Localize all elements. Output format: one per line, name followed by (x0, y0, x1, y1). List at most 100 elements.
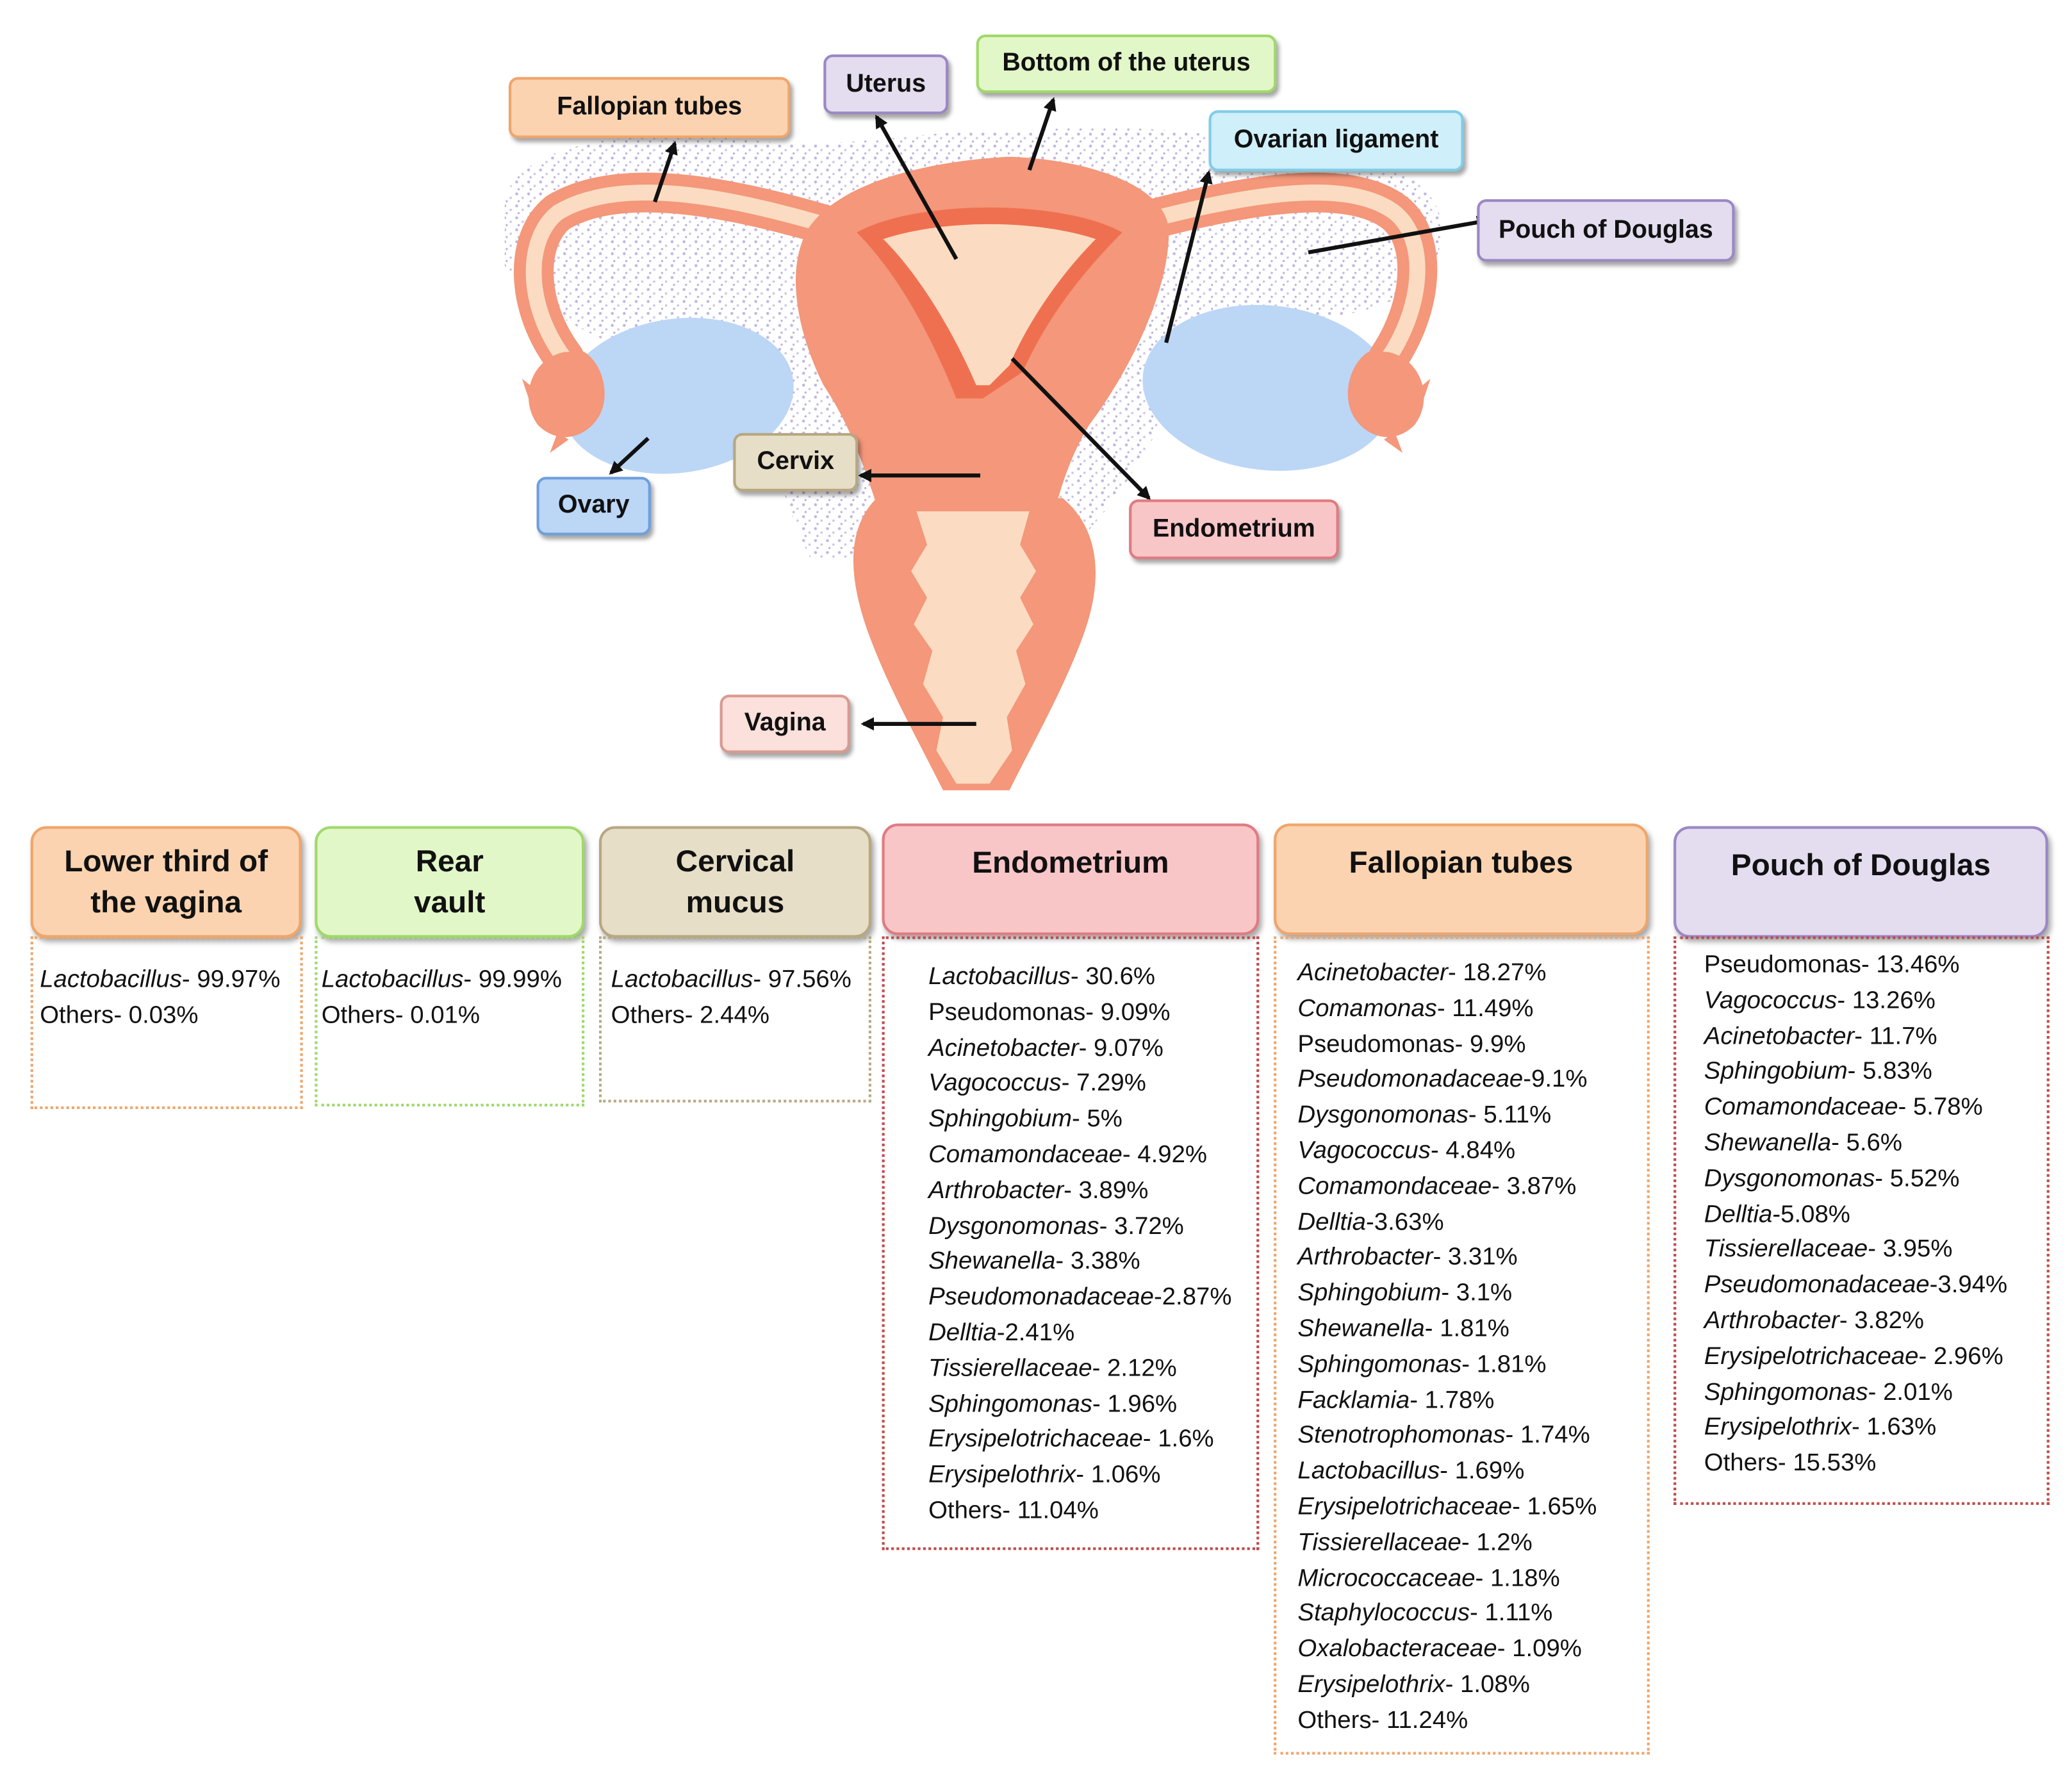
taxon-row: Pseudomonas- 9.09% (928, 994, 1256, 1030)
taxon-name: Dysgonomonas (928, 1210, 1099, 1239)
taxon-name: Sphingobium (1297, 1278, 1442, 1306)
panel-header-fallopian-tubes: Fallopian tubes (1274, 823, 1649, 935)
label-cervix: Cervix (733, 432, 859, 492)
arrow-uterus (875, 114, 958, 260)
taxon-name: Erysipelotrichaceae (928, 1424, 1143, 1452)
taxon-percentage: - 99.99% (463, 964, 562, 992)
taxon-row: Sphingobium- 5.83% (1704, 1054, 2047, 1090)
taxon-percentage: - 3.38% (1055, 1246, 1140, 1274)
taxon-row: Facklamia- 1.78% (1297, 1382, 1647, 1418)
taxon-percentage: - 1.69% (1440, 1456, 1525, 1484)
taxon-percentage: - 2.01% (1868, 1376, 1953, 1405)
taxon-name: Delltia (1704, 1199, 1773, 1227)
taxon-row: Delltia-2.41% (928, 1315, 1256, 1351)
taxon-percentage: - 1.6% (1142, 1424, 1214, 1452)
taxon-percentage: - 5.83% (1847, 1056, 1932, 1085)
taxon-row: Acinetobacter- 18.27% (1297, 955, 1647, 991)
taxon-percentage: - 0.03% (113, 999, 199, 1028)
taxon-percentage: - 1.81% (1424, 1313, 1509, 1342)
taxon-name: Comamondaceae (1704, 1092, 1898, 1121)
taxon-percentage: - 97.56% (753, 964, 851, 992)
taxon-percentage: - 9.07% (1078, 1033, 1163, 1061)
taxon-name: Sphingomonas (928, 1388, 1092, 1417)
taxon-name: Pseudomonadaceae (928, 1281, 1154, 1310)
taxon-percentage: - 1.06% (1076, 1459, 1161, 1488)
taxon-percentage: - 99.97% (181, 964, 281, 992)
taxon-percentage: - 1.96% (1092, 1388, 1178, 1417)
taxon-row: Erysipelothrix- 1.63% (1704, 1410, 2047, 1445)
taxon-name: Sphingobium (1704, 1056, 1848, 1085)
label-bottom-of-uterus: Bottom of the uterus (976, 34, 1277, 94)
taxon-row: Shewanella- 5.6% (1704, 1125, 2047, 1161)
taxon-percentage: -2.41% (996, 1317, 1075, 1345)
taxon-row: Erysipelothrix- 1.06% (928, 1458, 1256, 1493)
taxon-name: Dysgonomonas (1297, 1099, 1468, 1128)
taxon-row: Arthrobacter- 3.31% (1297, 1240, 1647, 1276)
taxon-row: Pseudomonadaceae-9.1% (1297, 1062, 1647, 1098)
panel-header-pouch-of-douglas: Pouch of Douglas (1673, 826, 2048, 938)
taxon-row: Dysgonomonas- 5.52% (1704, 1160, 2047, 1196)
taxon-row: Lactobacillus- 1.69% (1297, 1453, 1647, 1489)
taxon-name: Erysipelothrix (928, 1459, 1076, 1488)
taxon-percentage: - 7.29% (1061, 1068, 1146, 1097)
taxon-name: Delltia (1297, 1206, 1367, 1235)
taxon-row: Lactobacillus- 99.97% (40, 962, 300, 998)
taxon-name: Vagococcus (1297, 1135, 1431, 1164)
taxon-name: Sphingomonas (1297, 1349, 1462, 1377)
taxon-row: Sphingomonas- 2.01% (1704, 1374, 2047, 1410)
arrow-fallopian (653, 140, 678, 203)
taxon-row: Others- 0.01% (322, 997, 582, 1033)
taxon-name: Lactobacillus (40, 964, 182, 992)
taxon-row: Erysipelothrix- 1.08% (1297, 1667, 1647, 1703)
taxon-percentage: - 5.78% (1898, 1092, 1983, 1121)
taxon-row: Comamondaceae- 3.87% (1297, 1169, 1647, 1205)
taxon-name: Pseudomonadaceae (1704, 1270, 1930, 1298)
taxon-percentage: - 1.63% (1851, 1412, 1937, 1440)
label-fallopian-tubes: Fallopian tubes (508, 77, 791, 138)
taxon-row: Vagococcus- 13.26% (1704, 983, 2047, 1019)
taxon-percentage: - 5.52% (1875, 1163, 1960, 1192)
taxon-row: Others- 2.44% (611, 997, 869, 1033)
taxon-row: Dysgonomonas- 3.72% (928, 1208, 1256, 1244)
taxon-name: Arthrobacter (1297, 1242, 1433, 1270)
taxon-percentage: - 3.1% (1441, 1278, 1513, 1306)
taxon-row: Sphingomonas- 1.96% (928, 1386, 1256, 1422)
panel-header-endometrium: Endometrium (882, 823, 1260, 935)
taxon-name: Arthrobacter (1704, 1305, 1839, 1334)
taxon-name: Erysipelotrichaceae (1704, 1341, 1919, 1369)
taxon-row: Staphylococcus- 1.11% (1297, 1596, 1647, 1632)
taxon-percentage: -5.08% (1772, 1199, 1850, 1227)
taxon-row: Shewanella- 1.81% (1297, 1311, 1647, 1347)
taxon-percentage: -2.87% (1153, 1281, 1232, 1310)
taxon-row: Stenotrophomonas- 1.74% (1297, 1418, 1647, 1454)
uterine-cavity (883, 224, 1096, 386)
right-fimbriae (1347, 352, 1431, 453)
panel-list-fallopian-tubes: Acinetobacter- 18.27%Comamonas- 11.49%Ps… (1274, 936, 1650, 1755)
taxon-name: Vagococcus (928, 1068, 1062, 1097)
taxon-name: Shewanella (1297, 1313, 1425, 1342)
taxon-percentage: - 1.18% (1475, 1563, 1560, 1591)
right-ovary-shape (1142, 304, 1395, 471)
arrow-bottom-uterus (1027, 97, 1057, 171)
taxon-percentage: - 0.01% (395, 999, 481, 1028)
taxon-row: Erysipelotrichaceae- 1.6% (928, 1422, 1256, 1458)
taxon-percentage: - 13.26% (1837, 985, 1936, 1014)
taxon-row: Pseudomonadaceae-2.87% (928, 1279, 1256, 1315)
taxon-percentage: - 1.08% (1445, 1669, 1530, 1698)
taxon-row: Acinetobacter- 11.7% (1704, 1018, 2047, 1054)
taxon-name: Sphingobium (928, 1104, 1072, 1132)
label-ovarian-ligament: Ovarian ligament (1208, 110, 1464, 172)
label-vagina: Vagina (719, 695, 850, 753)
taxon-row: Others- 11.24% (1297, 1702, 1647, 1738)
taxon-percentage: - 3.87% (1492, 1171, 1577, 1199)
left-fimbriae (522, 352, 605, 453)
taxon-percentage: - 11.24% (1371, 1705, 1468, 1733)
taxon-name: Acinetobacter (928, 1033, 1079, 1061)
panel-list-rear-vault: Lactobacillus- 99.99%Others- 0.01% (315, 936, 585, 1106)
taxon-name: Micrococcaceae (1297, 1563, 1476, 1591)
taxon-name: Shewanella (1704, 1128, 1832, 1156)
taxon-row: Pseudomonas- 9.9% (1297, 1026, 1647, 1062)
taxon-row: Micrococcaceae- 1.18% (1297, 1560, 1647, 1596)
